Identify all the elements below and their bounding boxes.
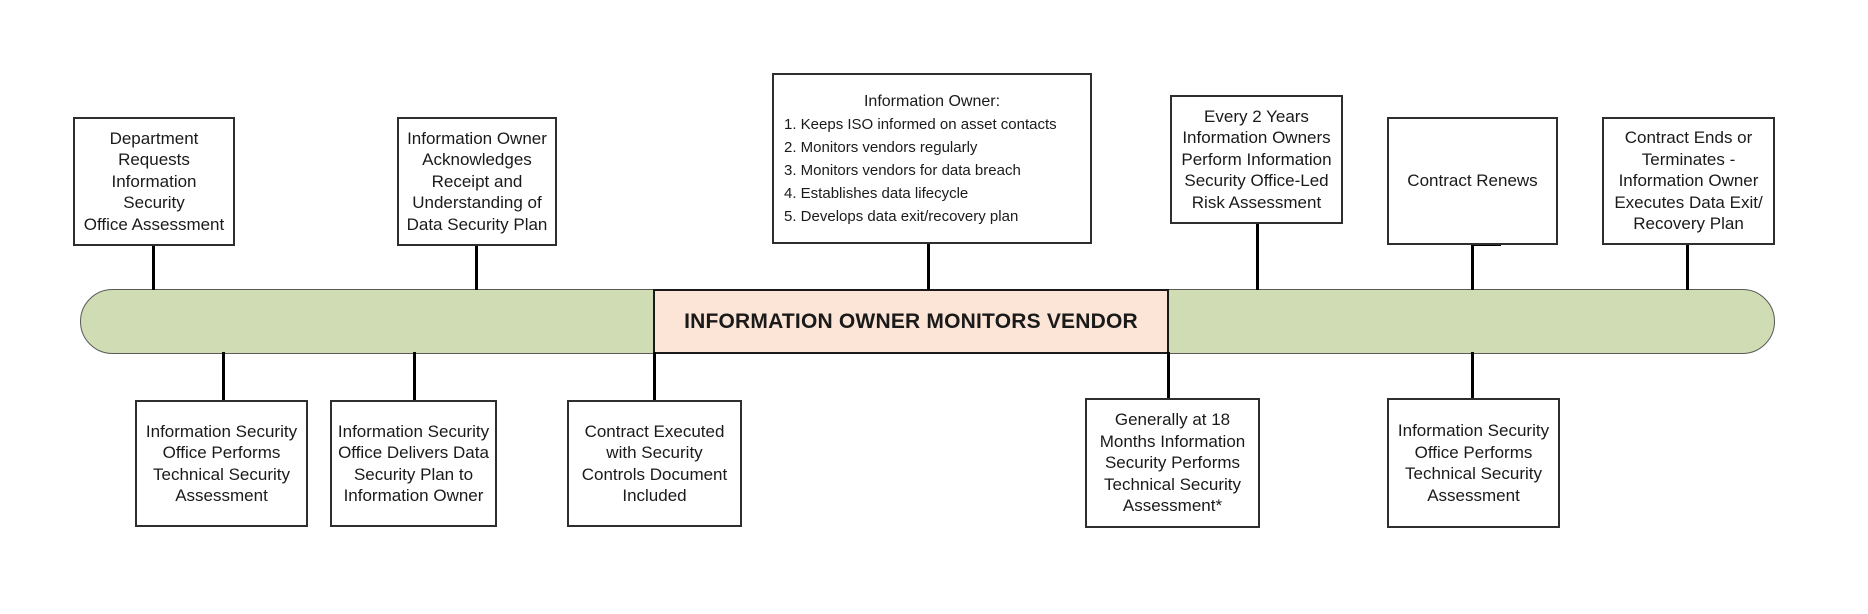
connector-owner-duties [927, 244, 930, 290]
timeline-label: INFORMATION OWNER MONITORS VENDOR [684, 309, 1138, 333]
department-requests-box: Department Requests Information Security… [73, 117, 235, 246]
owner-duty-item: 4. Establishes data lifecycle [784, 184, 969, 202]
owner-duty-item: 2. Monitors vendors regularly [784, 138, 978, 156]
iso-delivers-plan-box: Information Security Office Delivers Dat… [330, 400, 497, 527]
contract-ends-box: Contract Ends or Terminates - Informatio… [1602, 117, 1775, 245]
connector-owner-acknowledges [475, 246, 478, 290]
connector-iso-technical-assessment-renewal [1471, 352, 1474, 399]
owner-duties-box: Information Owner: 1. Keeps ISO informed… [772, 73, 1092, 244]
18-month-technical-assessment-box: Generally at 18 Months Information Secur… [1085, 398, 1260, 528]
connector-every-2-years [1256, 224, 1259, 290]
every-2-years-box: Every 2 Years Information Owners Perform… [1170, 95, 1343, 224]
iso-technical-assessment-first-box: Information Security Office Performs Tec… [135, 400, 308, 527]
connector-contract-renews [1471, 244, 1474, 290]
owner-acknowledges-box: Information Owner Acknowledges Receipt a… [397, 117, 557, 246]
connector-department-requests [152, 246, 155, 290]
connector-iso-technical-assessment-first [222, 352, 225, 400]
owner-duty-item: 1. Keeps ISO informed on asset contacts [784, 115, 1057, 133]
connector-18-month-assessment [1167, 352, 1170, 400]
owner-duties-title: Information Owner: [863, 92, 1001, 110]
connector-contract-executed [653, 352, 656, 400]
connector-contract-ends [1686, 244, 1689, 290]
contract-executed-box: Contract Executed with Security Controls… [567, 400, 742, 527]
contract-renews-box: Contract Renews [1387, 117, 1558, 245]
monitor-vendor-segment: INFORMATION OWNER MONITORS VENDOR [653, 289, 1169, 354]
owner-duty-item: 3. Monitors vendors for data breach [784, 161, 1021, 179]
iso-technical-assessment-renewal-box: Information Security Office Performs Tec… [1387, 398, 1560, 528]
connector-iso-delivers-plan [413, 352, 416, 400]
owner-duty-item: 5. Develops data exit/recovery plan [784, 207, 1019, 225]
